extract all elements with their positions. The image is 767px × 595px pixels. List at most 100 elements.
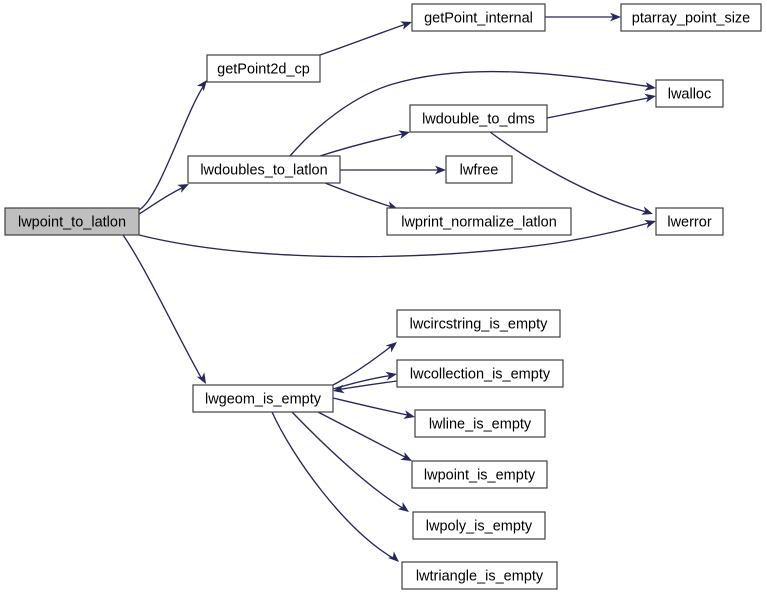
edge-lwpoint_to_latlon-to-lwdoubles_to_latlon xyxy=(138,184,189,215)
node-label: lwpoint_is_empty xyxy=(424,467,536,483)
node-box[interactable] xyxy=(206,54,321,83)
arrow-head-icon xyxy=(644,220,656,229)
node-label: lwdouble_to_dms xyxy=(422,111,535,127)
node-box[interactable] xyxy=(409,104,548,133)
edge-lwdoubles_to_latlon-to-lwdouble_to_dms xyxy=(319,130,410,157)
node-box[interactable] xyxy=(655,207,724,236)
edge-line xyxy=(546,96,654,119)
node-getPoint2d_cp[interactable]: getPoint2d_cp xyxy=(206,54,321,83)
edge-line xyxy=(271,411,397,561)
arrow-head-icon xyxy=(196,372,206,384)
edge-line xyxy=(489,131,651,214)
edge-lwgeom_is_empty-to-lwline_is_empty xyxy=(332,397,415,419)
arrow-head-icon xyxy=(397,501,409,512)
node-lwtriangle_is_empty[interactable]: lwtriangle_is_empty xyxy=(401,561,558,590)
node-lwgeom_is_empty[interactable]: lwgeom_is_empty xyxy=(192,384,334,413)
node-label: lwfree xyxy=(460,162,499,178)
node-label: getPoint_internal xyxy=(424,10,533,26)
node-label: lwtriangle_is_empty xyxy=(416,568,544,584)
node-lwpoly_is_empty[interactable]: lwpoly_is_empty xyxy=(412,511,546,540)
node-label: ptarray_point_size xyxy=(632,10,751,26)
edge-lwdouble_to_dms-to-lwerror xyxy=(489,131,653,215)
node-lwpoint_to_latlon[interactable]: lwpoint_to_latlon xyxy=(4,207,140,236)
edges-layer xyxy=(122,12,656,562)
node-box[interactable] xyxy=(396,359,564,388)
edge-lwpoint_to_latlon-to-getPoint2d_cp xyxy=(138,80,207,211)
node-lwcollection_is_empty[interactable]: lwcollection_is_empty xyxy=(396,359,564,388)
edge-line xyxy=(319,132,408,157)
edge-lwgeom_is_empty-to-lwcollection_is_empty xyxy=(332,371,397,390)
node-label: lwcircstring_is_empty xyxy=(410,316,549,332)
node-box[interactable] xyxy=(620,3,762,32)
edge-lwpoint_to_latlon-to-lwgeom_is_empty xyxy=(122,234,206,384)
arrow-head-icon xyxy=(398,130,410,139)
node-lwdouble_to_dms[interactable]: lwdouble_to_dms xyxy=(409,104,548,133)
node-ptarray_point_size[interactable]: ptarray_point_size xyxy=(620,3,762,32)
arrow-head-icon xyxy=(644,93,656,103)
nodes-layer: lwpoint_to_latlon getPoint2d_cp getPoint_i… xyxy=(4,3,762,590)
node-lwpoint_is_empty[interactable]: lwpoint_is_empty xyxy=(411,460,548,489)
node-box[interactable] xyxy=(411,460,548,489)
node-box[interactable] xyxy=(411,3,546,32)
node-box[interactable] xyxy=(4,207,140,236)
edge-lwdouble_to_dms-to-lwalloc xyxy=(546,93,656,119)
node-lwprint_normalize_latlon[interactable]: lwprint_normalize_latlon xyxy=(386,207,572,236)
node-lwline_is_empty[interactable]: lwline_is_empty xyxy=(414,409,546,438)
edge-getPoint_internal-to-ptarray_point_size xyxy=(545,12,621,22)
node-lwcircstring_is_empty[interactable]: lwcircstring_is_empty xyxy=(396,309,561,338)
arrow-head-icon xyxy=(400,451,412,461)
node-label: getPoint2d_cp xyxy=(217,61,310,77)
node-label: lwprint_normalize_latlon xyxy=(401,214,557,230)
edge-lwdoubles_to_latlon-to-lwfree xyxy=(340,165,446,175)
node-label: lwcollection_is_empty xyxy=(410,366,551,382)
edge-line xyxy=(122,234,204,382)
edge-line xyxy=(332,397,413,417)
arrow-head-icon xyxy=(177,184,189,193)
edge-lwgeom_is_empty-to-lwcircstring_is_empty xyxy=(332,342,397,386)
node-box[interactable] xyxy=(655,79,724,108)
edge-lwdoubles_to_latlon-to-lwalloc xyxy=(289,70,656,157)
node-box[interactable] xyxy=(396,309,561,338)
node-getPoint_internal[interactable]: getPoint_internal xyxy=(411,3,546,32)
edge-line xyxy=(291,411,407,511)
arrow-head-icon xyxy=(385,371,397,381)
edge-lwgeom_is_empty-to-lwtriangle_is_empty xyxy=(271,411,399,562)
arrow-head-icon xyxy=(610,12,621,22)
arrow-head-icon xyxy=(400,21,412,30)
node-label: lwerror xyxy=(667,214,711,230)
edge-line xyxy=(332,343,395,386)
edge-line xyxy=(319,22,410,56)
node-box[interactable] xyxy=(192,384,334,413)
node-box[interactable] xyxy=(401,561,558,590)
arrow-head-icon xyxy=(387,551,399,562)
node-box[interactable] xyxy=(187,155,341,184)
node-lwdoubles_to_latlon[interactable]: lwdoubles_to_latlon xyxy=(187,155,341,184)
node-box[interactable] xyxy=(412,511,546,540)
node-label: lwpoly_is_empty xyxy=(426,518,533,534)
edge-line xyxy=(289,70,654,157)
arrow-head-icon xyxy=(435,165,446,175)
node-box[interactable] xyxy=(386,207,572,236)
edge-line xyxy=(324,182,396,209)
edge-lwpoint_to_latlon-to-lwerror xyxy=(138,220,656,258)
node-box[interactable] xyxy=(445,155,513,184)
arrow-head-icon xyxy=(385,342,397,353)
arrow-head-icon xyxy=(403,410,415,419)
edge-getPoint2d_cp-to-getPoint_internal xyxy=(319,21,412,56)
edge-line xyxy=(138,221,654,258)
edge-line xyxy=(138,83,206,211)
node-lwalloc[interactable]: lwalloc xyxy=(655,79,724,108)
edge-lwgeom_is_empty-to-lwpoint_is_empty xyxy=(317,411,412,461)
node-label: lwpoint_to_latlon xyxy=(18,214,126,230)
arrow-head-icon xyxy=(196,80,207,92)
node-box[interactable] xyxy=(414,409,546,438)
node-lwerror[interactable]: lwerror xyxy=(655,207,724,236)
arrow-head-icon xyxy=(644,82,656,91)
edge-line xyxy=(317,411,410,460)
edge-lwgeom_is_empty-to-lwpoly_is_empty xyxy=(291,411,409,512)
edge-line xyxy=(138,185,187,215)
node-label: lwalloc xyxy=(668,86,712,102)
node-lwfree[interactable]: lwfree xyxy=(445,155,513,184)
